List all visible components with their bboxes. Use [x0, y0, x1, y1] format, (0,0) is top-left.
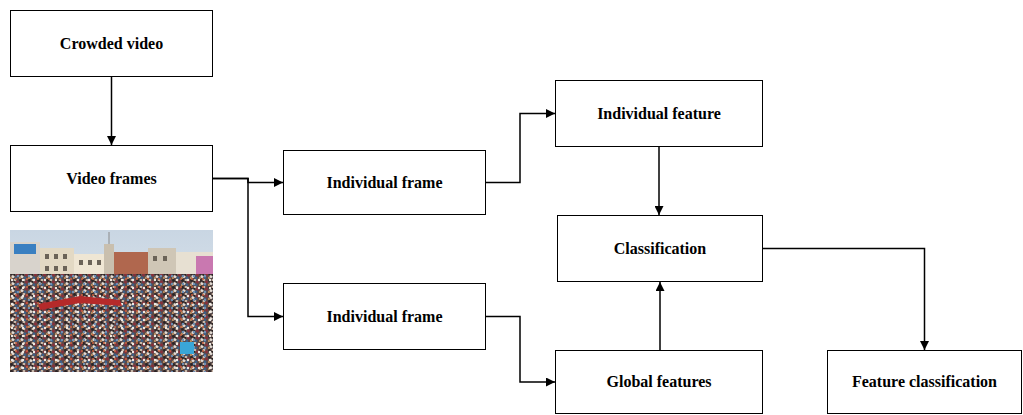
box-label: Global features [606, 372, 711, 391]
box-label: Video frames [66, 169, 157, 188]
blue-tent [180, 342, 194, 354]
crowd-highlights [10, 274, 213, 372]
sky [10, 230, 213, 372]
process-box: Individual frame [283, 283, 486, 350]
red-banner [38, 296, 122, 310]
arrow-connector [658, 147, 660, 215]
arrow-connector [486, 317, 555, 383]
process-box: Crowded video [10, 10, 213, 77]
box-label: Crowded video [60, 34, 163, 53]
arrow-connector [659, 282, 661, 350]
box-label: Individual frame [326, 307, 442, 326]
process-box: Global features [555, 350, 763, 414]
crowd-photo [10, 230, 213, 372]
process-box: Classification [557, 215, 763, 282]
process-box: Individual frame [283, 150, 486, 215]
arrow-connector [213, 179, 283, 317]
box-label: Individual feature [597, 104, 721, 123]
crowd [10, 274, 213, 372]
process-box: Feature classification [827, 350, 1022, 414]
box-label: Classification [614, 239, 706, 258]
process-box: Individual feature [555, 80, 763, 147]
box-label: Individual frame [326, 173, 442, 192]
arrow-connector [486, 114, 555, 183]
arrow-connector [111, 77, 113, 145]
process-box: Video frames [10, 145, 213, 212]
arrow-connector [763, 249, 925, 351]
box-label: Feature classification [852, 372, 997, 391]
